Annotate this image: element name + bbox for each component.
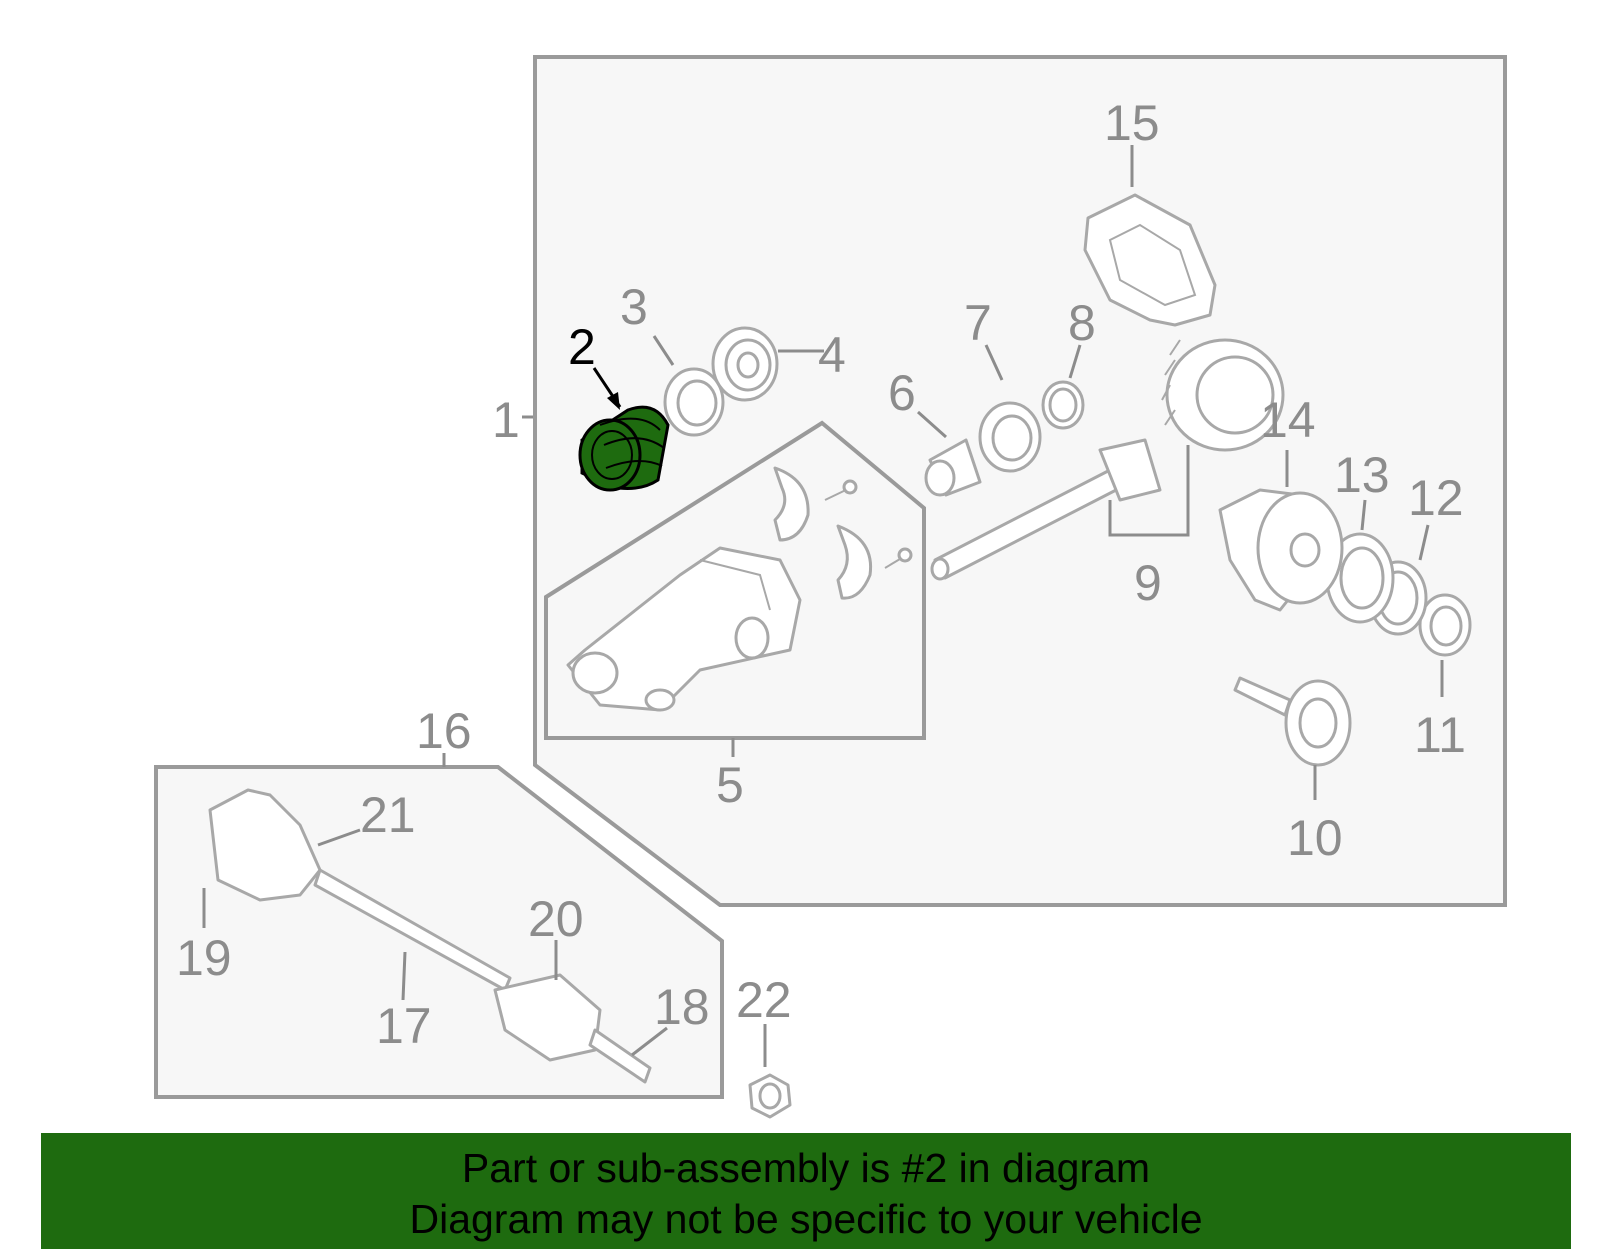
parts-diagram: 1 2 3 4 5 6 7 8 9 10 11 12 13 14 15 16 1… [154, 55, 1507, 1119]
leader-3 [652, 335, 675, 366]
callout-5[interactable]: 5 [716, 757, 744, 813]
part-4-bearing[interactable] [711, 326, 779, 402]
axle-shaft[interactable] [208, 788, 652, 1084]
part-5-carrier[interactable] [566, 466, 913, 712]
callout-10[interactable]: 10 [1287, 810, 1343, 866]
callout-11[interactable]: 11 [1414, 707, 1466, 763]
callout-14[interactable]: 14 [1260, 392, 1316, 448]
leader-13 [1360, 499, 1367, 531]
callout-12[interactable]: 12 [1408, 470, 1464, 526]
callout-6[interactable]: 6 [888, 365, 916, 421]
leader-6 [917, 410, 947, 439]
leader-21 [317, 828, 361, 847]
part-13-bearing[interactable] [1325, 532, 1395, 624]
callout-2[interactable]: 2 [568, 319, 596, 375]
part-9-gearset[interactable] [930, 338, 1285, 581]
part-6-spacer[interactable] [924, 438, 982, 497]
callout-4[interactable]: 4 [818, 327, 846, 383]
callout-19[interactable]: 19 [176, 930, 232, 986]
part-22-nut[interactable] [748, 1073, 792, 1119]
callout-9[interactable]: 9 [1134, 555, 1162, 611]
callout-22[interactable]: 22 [736, 972, 792, 1028]
callout-1[interactable]: 1 [492, 392, 520, 448]
callout-16[interactable]: 16 [416, 703, 472, 759]
banner-line-2: Diagram may not be specific to your vehi… [409, 1196, 1203, 1242]
leader-7 [984, 344, 1004, 381]
part-10-flange[interactable] [1233, 676, 1352, 767]
leader-9 [1108, 445, 1190, 537]
leader-12 [1418, 524, 1430, 561]
part-14-diff-case[interactable] [1218, 488, 1344, 612]
part-2-seal[interactable] [578, 405, 670, 492]
callout-21[interactable]: 21 [360, 787, 416, 843]
part-8-ring[interactable] [1041, 380, 1085, 430]
banner-line-1: Part or sub-assembly is #2 in diagram [461, 1145, 1151, 1191]
info-banner: Part or sub-assembly is #2 in diagram Di… [41, 1133, 1571, 1249]
callout-15[interactable]: 15 [1104, 95, 1160, 151]
callout-20[interactable]: 20 [528, 891, 584, 947]
callout-18[interactable]: 18 [654, 979, 710, 1035]
callout-17[interactable]: 17 [376, 998, 432, 1054]
callout-7[interactable]: 7 [964, 295, 992, 351]
leader-17 [401, 951, 407, 1001]
part-3-seal[interactable] [663, 367, 725, 437]
callout-3[interactable]: 3 [620, 279, 648, 335]
part-7-bearing[interactable] [978, 401, 1042, 473]
leader-18 [631, 1026, 668, 1057]
callout-13[interactable]: 13 [1334, 447, 1390, 503]
leader-8 [1068, 344, 1082, 379]
part-15-cover[interactable] [1083, 193, 1217, 327]
callout-8[interactable]: 8 [1068, 295, 1096, 351]
part-11-seal[interactable] [1418, 593, 1472, 657]
